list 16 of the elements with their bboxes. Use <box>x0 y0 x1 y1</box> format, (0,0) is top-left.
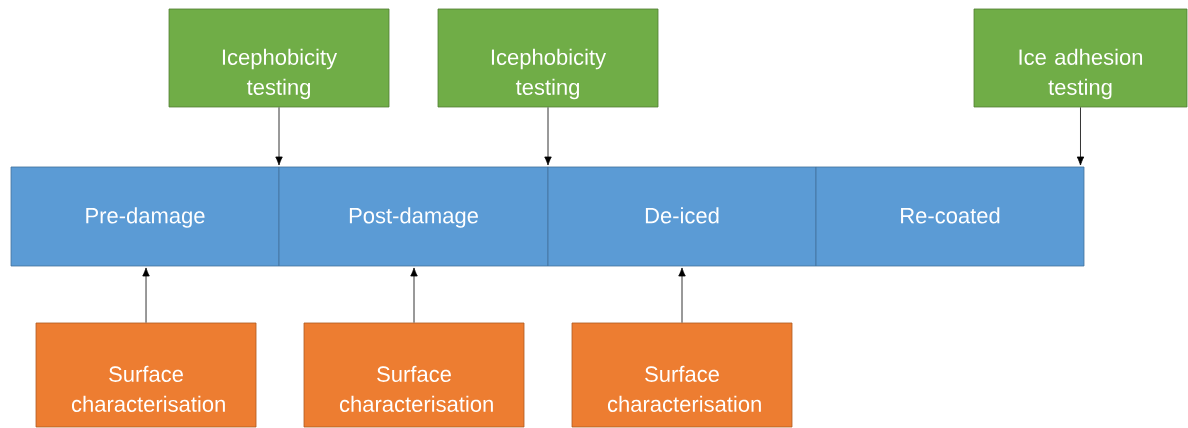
arrow <box>142 267 150 323</box>
arrow <box>544 107 552 166</box>
stage-box: Re-coated <box>815 166 1085 267</box>
stage-box: Pre-damage <box>10 166 280 267</box>
arrow <box>275 107 283 166</box>
arrow <box>410 267 418 323</box>
arrow <box>1076 107 1085 166</box>
test-box: Icephobicity testing <box>168 8 390 108</box>
stage-box: Post-damage <box>278 166 549 267</box>
characterisation-box: Surface characterisation <box>303 322 525 428</box>
test-box: Ice adhesion testing <box>973 8 1188 108</box>
arrow <box>678 267 686 323</box>
test-box: Icephobicity testing <box>437 8 659 108</box>
stage-box: De-iced <box>547 166 817 267</box>
characterisation-box: Surface characterisation <box>35 322 257 428</box>
characterisation-box: Surface characterisation <box>571 322 793 428</box>
